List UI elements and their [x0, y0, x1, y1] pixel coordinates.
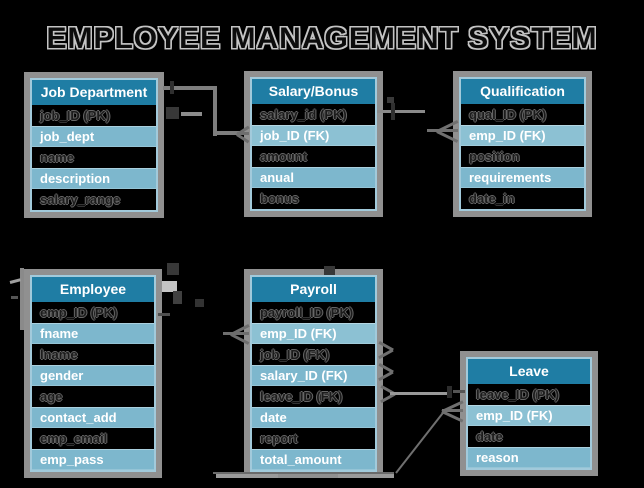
cardinality-mark-above-payroll [324, 266, 335, 275]
field-payroll-salary-id-fk: salary_ID (FK) [252, 365, 375, 386]
field-employee-emp-pass: emp_pass [32, 449, 154, 470]
line-payroll-empid-stub [223, 332, 232, 335]
field-job-department-job-dept: job_dept [32, 126, 156, 147]
crowfoot-qualification-empid-mid [437, 129, 458, 132]
diagram-title: EMPLOYEE MANAGEMENT SYSTEM [46, 22, 598, 55]
cardinality-dash-employee-pk [158, 313, 170, 316]
line-bottom-thick-right [338, 474, 394, 478]
cardinality-mark-employee-right-4 [195, 299, 204, 307]
line-payroll-to-leave-h [390, 392, 447, 395]
field-qualification-emp-id-fk: emp_ID (FK) [461, 125, 584, 146]
field-salary-bonus-bonus: bonus [260, 191, 299, 206]
line-salary-pk-right [377, 110, 425, 113]
field-leave-reason: reason [468, 447, 590, 468]
crowfoot-payroll-empid-mid [231, 332, 249, 335]
field-employee-contact-add: contact_add [32, 407, 154, 428]
entity-title-payroll: Payroll [252, 277, 375, 302]
line-diagonal-to-leave-empid [395, 410, 445, 474]
field-job-department-description: description [32, 168, 156, 189]
crowfoot-salary-jobid-mid [237, 132, 249, 135]
field-employee-lname: lname [40, 347, 78, 362]
field-payroll-report: report [260, 431, 298, 446]
field-employee-emp-email: emp_email [40, 431, 108, 446]
crowfoot-leave-empid-mid [442, 409, 463, 412]
cardinality-mark-employee-right-1 [162, 281, 177, 292]
field-qualification-requirements: requirements [461, 167, 584, 188]
field-leave-emp-id-fk: emp_ID (FK) [468, 405, 590, 426]
field-salary-bonus-job-id-fk: job_ID (FK) [252, 125, 375, 146]
field-leave-date: date [476, 429, 503, 444]
field-payroll-leave-id-fk: leave_ID (FK) [260, 389, 343, 404]
field-payroll-emp-id-fk: emp_ID (FK) [252, 323, 375, 344]
crowfoot-payroll-jobid-b [378, 341, 394, 352]
field-employee-age: age [40, 389, 63, 404]
cardinality-tick-leave-pk [447, 386, 452, 398]
field-salary-bonus-anual: anual [252, 167, 375, 188]
entity-title-qualification: Qualification [461, 79, 584, 104]
field-salary-bonus-salary-id-pk: salary_id (PK) [260, 107, 347, 122]
entity-salary-bonus: Salary/Bonus salary_id (PK) job_ID (FK) amo… [250, 77, 377, 211]
line-bottom-thick-left [216, 474, 278, 478]
field-job-department-job-id-pk: job_ID (PK) [40, 108, 111, 123]
cardinality-dash-jobdept-pk [181, 112, 202, 116]
field-leave-leave-id-pk: leave_ID (PK) [476, 387, 560, 402]
line-jobdept-to-salary-h1 [163, 86, 217, 90]
crowfoot-payroll-salaryid-b [378, 363, 394, 374]
entity-payroll: Payroll payroll_ID (PK) emp_ID (FK) job_ID … [250, 275, 377, 472]
field-employee-fname: fname [32, 323, 154, 344]
field-qualification-position: position [469, 149, 520, 164]
entity-title-employee: Employee [32, 277, 154, 302]
line-bottom-thin [213, 472, 394, 474]
entity-title-leave: Leave [468, 359, 590, 384]
field-payroll-payroll-id-pk: payroll_ID (PK) [260, 305, 354, 320]
field-employee-gender: gender [32, 365, 154, 386]
line-jobdept-to-salary-h2 [215, 131, 241, 135]
entity-employee: Employee emp_ID (PK) fname lname gender age co… [30, 275, 156, 472]
field-qualification-qual-id-pk: qual_ID (PK) [469, 107, 547, 122]
field-employee-emp-id-pk: emp_ID (PK) [40, 305, 118, 320]
field-job-department-name: name [40, 150, 74, 165]
cardinality-mark-jobdept-pk [166, 107, 179, 119]
field-job-department-salary-range: salary_range [40, 192, 121, 207]
cardinality-tick-jobdept [170, 81, 174, 94]
field-payroll-date: date [252, 407, 375, 428]
cardinality-mark-salary-pk [387, 97, 394, 103]
cardinality-dash-employee-left [11, 296, 18, 299]
line-qualification-stub [427, 129, 438, 132]
cardinality-tick-salary-pk [391, 103, 395, 120]
cardinality-mark-employee-right-2 [167, 263, 179, 275]
entity-leave: Leave leave_ID (PK) emp_ID (FK) date reason [466, 357, 592, 470]
cardinality-dash-leave-pk [453, 390, 465, 393]
field-qualification-date-in: date_in [469, 191, 515, 206]
entity-title-salary-bonus: Salary/Bonus [252, 79, 375, 104]
entity-title-job-department: Job Department [32, 80, 156, 105]
field-payroll-total-amount: total_amount [252, 449, 375, 470]
field-salary-bonus-amount: amount [260, 149, 307, 164]
cardinality-mark-employee-right-3 [173, 291, 182, 304]
field-payroll-job-id-fk: job_ID (FK) [260, 347, 330, 362]
line-employee-left-v [20, 268, 24, 330]
entity-qualification: Qualification qual_ID (PK) emp_ID (FK) posi… [459, 77, 586, 211]
line-jobdept-to-salary-v [213, 86, 217, 136]
